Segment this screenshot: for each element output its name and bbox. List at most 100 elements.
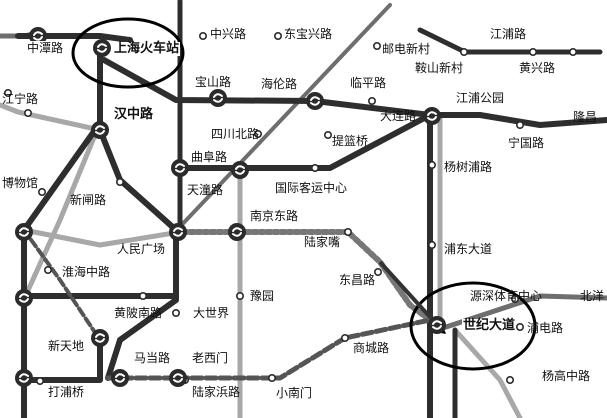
metro-line-light-2 (21, 227, 183, 248)
station-dot-yanggao-middle-dot (505, 375, 514, 384)
station-label-anshan: 鞍山新村 (415, 61, 464, 75)
station-dot-yuyuan-dot (236, 291, 245, 300)
metro-line-dark-5 (21, 127, 98, 233)
metro-line-dark-9 (173, 112, 433, 171)
station-label-youdian: 邮电新村 (382, 42, 431, 56)
station-label-peoples-square: 人民广场 (117, 242, 166, 256)
interchange-marker-peoples-square (169, 223, 187, 241)
metro-line-dashed-south (105, 317, 433, 381)
station-label-xinzha: 新闸路 (70, 193, 107, 207)
station-label-sports-center: 源深体育中心 (470, 289, 543, 303)
station-dot-shangcheng-dot (340, 333, 349, 342)
station-dot-linping-dot (367, 97, 376, 106)
interchange-marker-xintiandi (91, 329, 109, 347)
station-dot-ningguo-dot (515, 121, 524, 130)
interchange-marker-nanjing-east (228, 223, 246, 241)
station-label-tiantong: 天潼路 (187, 183, 224, 197)
station-label-hanzhong: 汉中路 (113, 107, 155, 122)
station-label-xintiandi: 新天地 (48, 339, 85, 353)
station-label-shangcheng: 商城路 (353, 341, 390, 355)
station-dot-museum-dot (37, 188, 46, 197)
station-label-sichuan-north: 四川北路 (211, 127, 260, 141)
station-label-huangpi-south: 黄陂南路 (114, 306, 163, 320)
station-label-hailun: 海伦路 (261, 77, 298, 91)
station-label-yanggao-middle: 杨高中路 (542, 369, 591, 383)
metro-line-mid-1 (173, 3, 392, 234)
interchange-marker-tiantong (231, 161, 249, 179)
interchange-marker-laoximen (169, 369, 187, 387)
interchange-marker-qufu (171, 159, 189, 177)
station-label-intl-passenger: 国际客运中心 (275, 181, 348, 195)
station-dot-anshan-dot (459, 47, 468, 56)
interchange-marker-dalian (423, 107, 441, 125)
station-label-ningguo: 宁国路 (508, 136, 545, 150)
station-label-great-world: 大世界 (193, 306, 230, 320)
metro-line-light-6 (22, 132, 98, 300)
station-dot-jiangpu-dot (568, 47, 577, 56)
station-dot-huangxing-dot (528, 47, 537, 56)
station-label-pudong-avenue: 浦东大道 (444, 242, 493, 256)
station-label-baoshan: 宝山路 (195, 75, 232, 89)
station-label-longchang: 隆昌 (573, 110, 598, 124)
station-dot-pujian-dot (515, 322, 524, 331)
station-label-yuyuan: 豫园 (250, 289, 275, 303)
station-dot-dongchang-dot (373, 267, 382, 276)
station-label-shanghai-station: 上海火车站 (113, 41, 181, 56)
station-dot-sichuan-north-dot (254, 130, 263, 139)
station-dot-jiangning-dot (23, 109, 32, 118)
station-dot-youdian-dot (372, 41, 381, 50)
station-label-qufu: 曲阜路 (191, 150, 228, 164)
interchange-markers (15, 27, 446, 387)
interchange-marker-hanzhong (91, 121, 109, 139)
interchange-marker-madang (111, 369, 129, 387)
station-label-dongchang: 东昌路 (339, 273, 376, 287)
metro-line-dark-4 (427, 112, 607, 128)
station-label-zhongtan: 中潭路 (26, 41, 65, 55)
station-label-nanjing-east: 南京东路 (250, 209, 299, 223)
station-dots (4, 31, 577, 385)
metro-line-mid-2 (437, 293, 607, 332)
station-label-dalian: 大连路 (380, 109, 417, 123)
station-label-jiangning: 江宁路 (2, 92, 39, 106)
station-label-dapuqiao: 打浦桥 (48, 385, 85, 399)
station-dot-sports-center-dot (510, 294, 519, 303)
station-dot-huaihai-middle-dot (43, 265, 52, 274)
interchange-marker-huaihai-west (15, 289, 33, 307)
station-label-jiangpu-park: 江浦公园 (456, 91, 505, 105)
station-label-lujiazui: 陆家嘴 (304, 235, 341, 249)
interchange-marker-shanghai-station (93, 39, 111, 57)
station-dot-zhongxing-dot (199, 31, 208, 40)
station-label-huaihai-middle: 淮海中路 (62, 265, 111, 279)
station-label-yangshupu: 杨树浦路 (444, 160, 493, 174)
station-label-zhongxing: 中兴路 (210, 27, 247, 41)
station-dot-lujiazui-dot (343, 228, 352, 237)
station-dot-museum2-dot (4, 89, 13, 98)
station-label-xiaonanmen: 小南门 (276, 386, 313, 400)
station-dot-yangshupu-dot (427, 161, 436, 170)
station-label-linping: 临平路 (350, 76, 387, 90)
metro-line-dashed-west (22, 228, 102, 342)
interchange-marker-baoshan (209, 89, 227, 107)
metro-line-light-1 (0, 102, 103, 133)
station-label-museum: 博物馆 (2, 176, 39, 190)
interchange-marker-zhongtan (29, 27, 47, 45)
metro-line-dark-2 (97, 47, 179, 381)
highlight-ellipse-shanghai-station (71, 17, 185, 89)
interchange-marker-hailun (306, 92, 324, 110)
station-dot-huangpi-south-dot (139, 291, 148, 300)
interchange-marker-dapuqiao (15, 369, 33, 387)
station-label-huangxing: 黄兴路 (519, 61, 556, 75)
station-label-lujiabang: 陆家浜路 (192, 385, 241, 399)
station-label-madang: 马当路 (134, 351, 171, 365)
station-label-laoximen: 老西门 (192, 351, 229, 365)
station-label-bei: 北洋 (580, 289, 605, 303)
highlight-ellipse-century-avenue (409, 281, 537, 371)
station-dot-great-world-dot (172, 308, 181, 317)
station-label-century-avenue: 世纪大道 (462, 318, 517, 333)
station-dot-dongbaoxing-dot (273, 31, 282, 40)
interchange-marker-century-avenue (428, 316, 446, 334)
interchange-marker-museum (15, 223, 33, 241)
station-dot-xiaonanmen-dot (267, 373, 276, 382)
station-label-pujian: 浦电路 (527, 321, 564, 335)
